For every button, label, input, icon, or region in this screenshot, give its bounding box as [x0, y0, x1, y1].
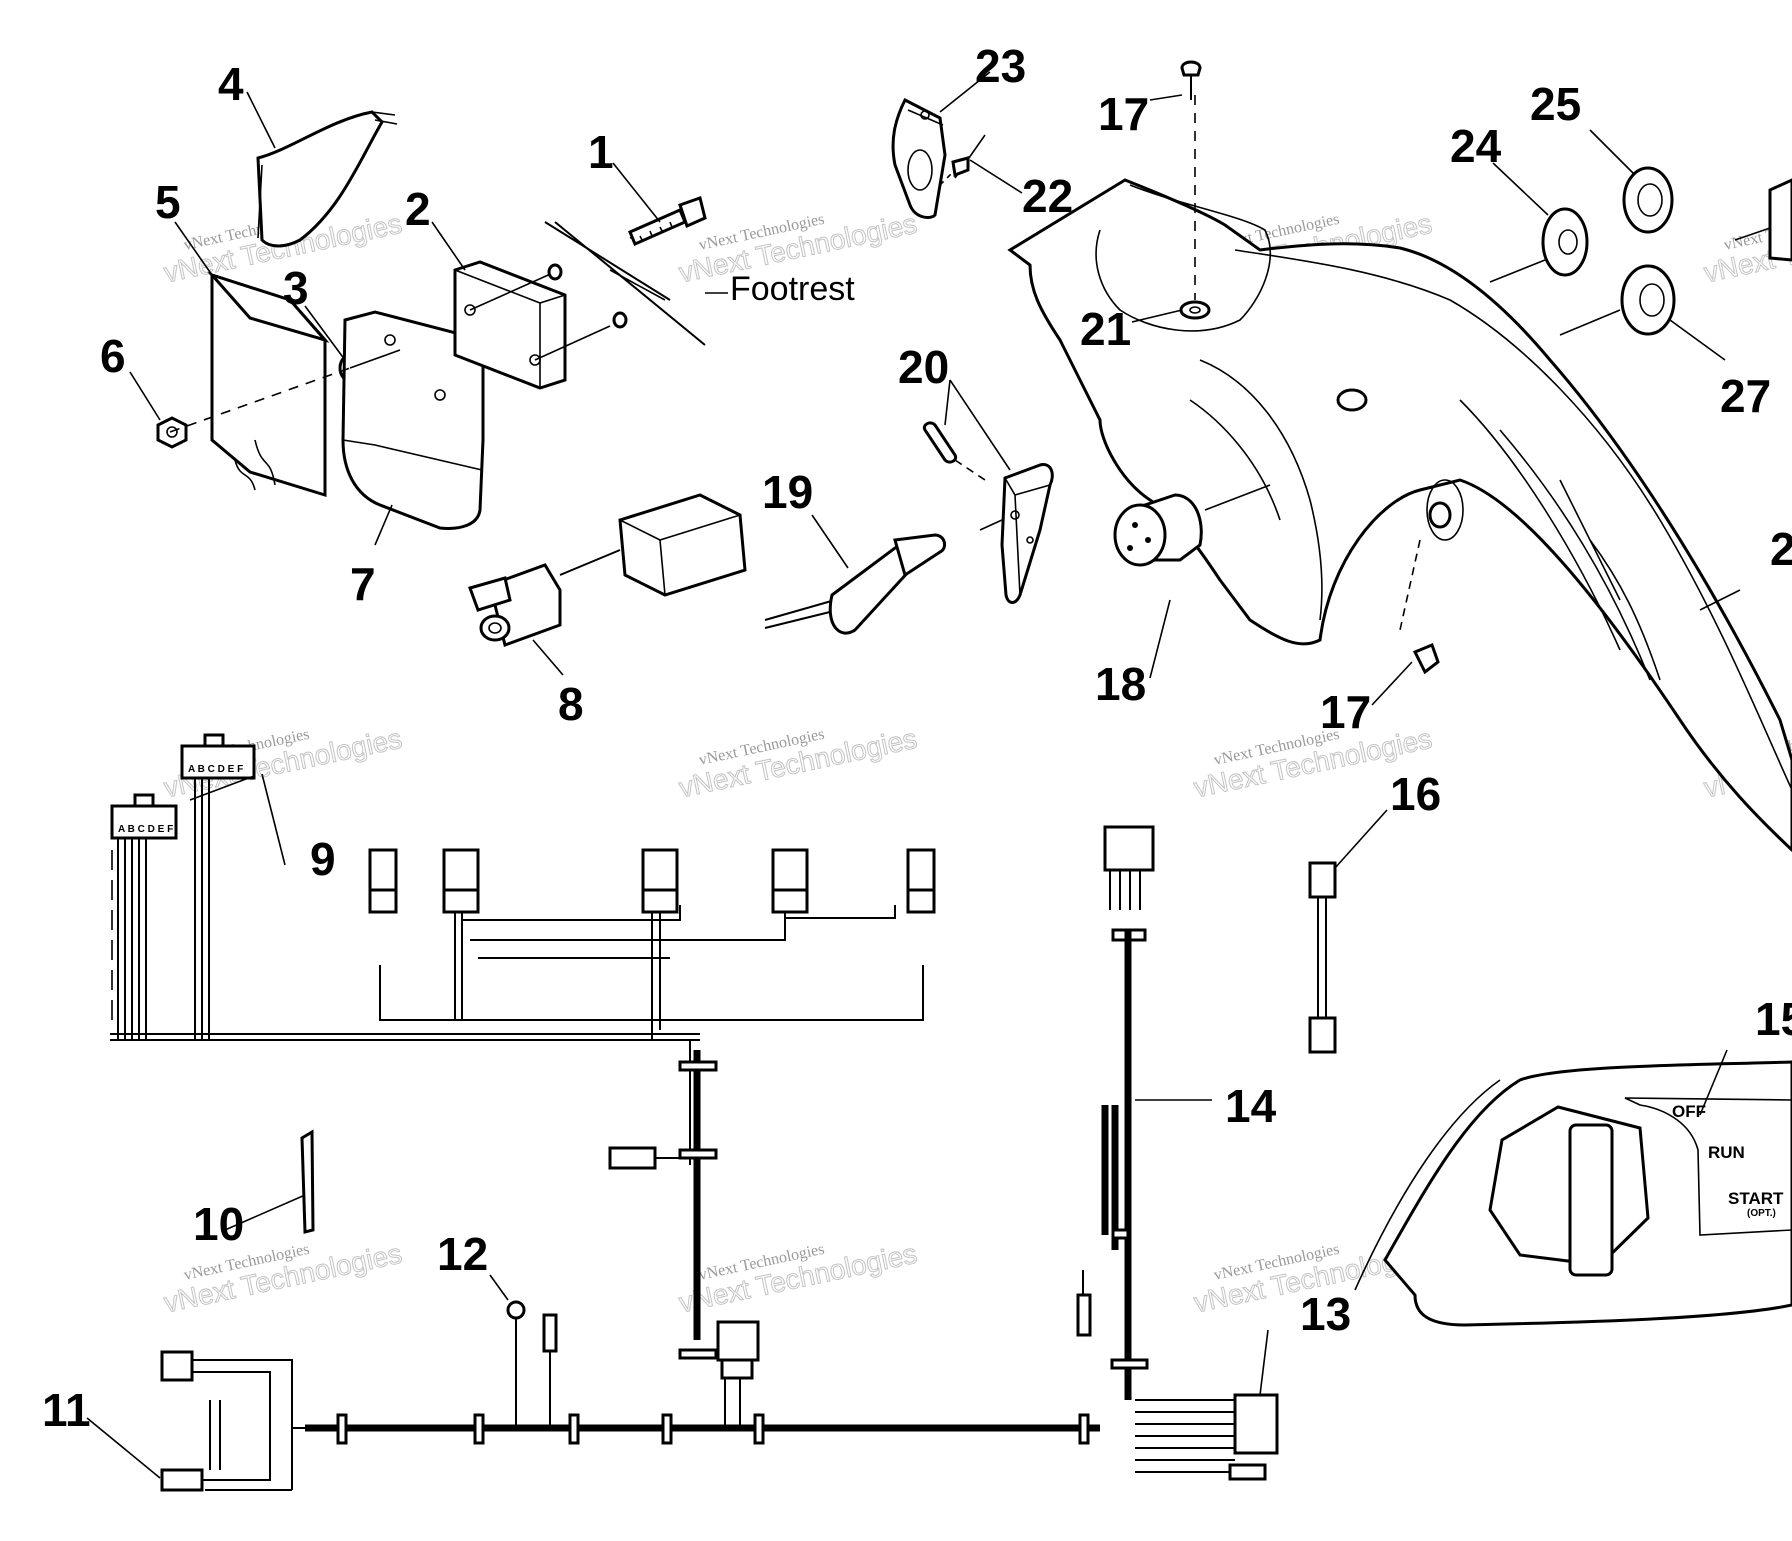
watermark-9: vNext Technologies vNext Technologies — [676, 1237, 920, 1319]
callout-8: 8 — [558, 678, 584, 730]
part-1-bolt — [628, 196, 707, 246]
callout-16: 16 — [1390, 768, 1441, 820]
callout-10: 10 — [193, 1198, 244, 1250]
callout-17-bottom: 17 — [1320, 686, 1371, 738]
callout-9: 9 — [310, 833, 336, 885]
callout-26: 2 — [1770, 523, 1792, 575]
callout-21: 21 — [1080, 303, 1131, 355]
part-7-bracket — [341, 310, 485, 530]
key-switch-run-label: RUN — [1708, 1143, 1745, 1162]
part-6-nut — [156, 416, 188, 449]
trunk-clips — [336, 1413, 1090, 1445]
part-10-tie — [300, 1129, 315, 1234]
part-9-connectors: A B C D E F A B C D E F — [110, 733, 286, 866]
svg-text:A B C D E F: A B C D E F — [188, 764, 243, 775]
part-5-module — [207, 271, 330, 498]
part-15-panel: OFF RUN START (OPT.) — [1354, 1060, 1792, 1327]
key-switch-start-note: (OPT.) — [1747, 1208, 1776, 1219]
part-16-jumper — [1308, 861, 1337, 1054]
callout-17-top: 17 — [1098, 88, 1149, 140]
part-4-boot — [256, 110, 398, 248]
part-25-nut — [1622, 166, 1674, 234]
callout-15: 15 — [1755, 993, 1792, 1045]
callout-14: 14 — [1225, 1080, 1277, 1132]
callout-numbers: 4 5 3 6 2 1 7 8 9 10 11 12 13 14 15 16 1… — [42, 40, 1792, 1436]
part-23-bracket — [891, 97, 947, 219]
callout-19: 19 — [762, 466, 813, 518]
callout-11: 11 — [42, 1384, 91, 1436]
part-11-connector — [160, 1350, 305, 1492]
part-20-lever — [922, 421, 1054, 604]
part-9-harness-wires — [110, 778, 924, 1165]
callout-23: 23 — [975, 40, 1026, 92]
part-24-washer — [1489, 207, 1589, 283]
part-12-terminal — [506, 1300, 558, 1428]
part-22-screw — [939, 134, 986, 186]
dashed-screw-line — [1194, 95, 1421, 631]
footrest-label: Footrest — [730, 270, 855, 308]
console-housing — [1007, 178, 1792, 853]
part-2-plate — [453, 260, 567, 390]
watermark-5: vNext Technologies vNext Technologies — [676, 722, 920, 804]
part-26-edge — [1734, 178, 1792, 262]
callout-6: 6 — [100, 330, 126, 382]
svg-text:A B C D E F: A B C D E F — [118, 824, 173, 835]
part-9-plugs — [368, 848, 936, 914]
callout-24: 24 — [1450, 120, 1502, 172]
part-21-washer — [1179, 300, 1211, 320]
callout-7: 7 — [350, 558, 376, 610]
part-17-screw-bottom — [1412, 643, 1440, 675]
part-19-switch — [764, 533, 947, 635]
callout-2: 2 — [405, 183, 431, 235]
part-14-harness — [1076, 825, 1279, 1481]
callout-5: 5 — [155, 176, 181, 228]
mounting-lines — [169, 224, 666, 433]
part-27-nut — [1559, 264, 1676, 336]
part-17-screw-top — [1180, 60, 1202, 100]
callout-1: 1 — [588, 126, 614, 178]
callout-22: 22 — [1022, 170, 1073, 222]
main-trunk — [305, 1050, 1100, 1445]
callout-20: 20 — [898, 341, 949, 393]
callout-3: 3 — [283, 262, 309, 314]
key-switch-start-label: START — [1728, 1189, 1784, 1208]
callout-27: 27 — [1720, 370, 1771, 422]
callout-4: 4 — [218, 58, 244, 110]
leader-lines — [86, 71, 1741, 1479]
part-8-relay — [468, 493, 747, 647]
callout-18: 18 — [1095, 658, 1146, 710]
callout-25: 25 — [1530, 78, 1581, 130]
footrest-edge — [544, 221, 728, 346]
callout-12: 12 — [437, 1228, 488, 1280]
key-switch-off-label: OFF — [1672, 1102, 1706, 1121]
part-18-keyswitch — [1113, 484, 1271, 567]
callout-13: 13 — [1300, 1288, 1351, 1340]
